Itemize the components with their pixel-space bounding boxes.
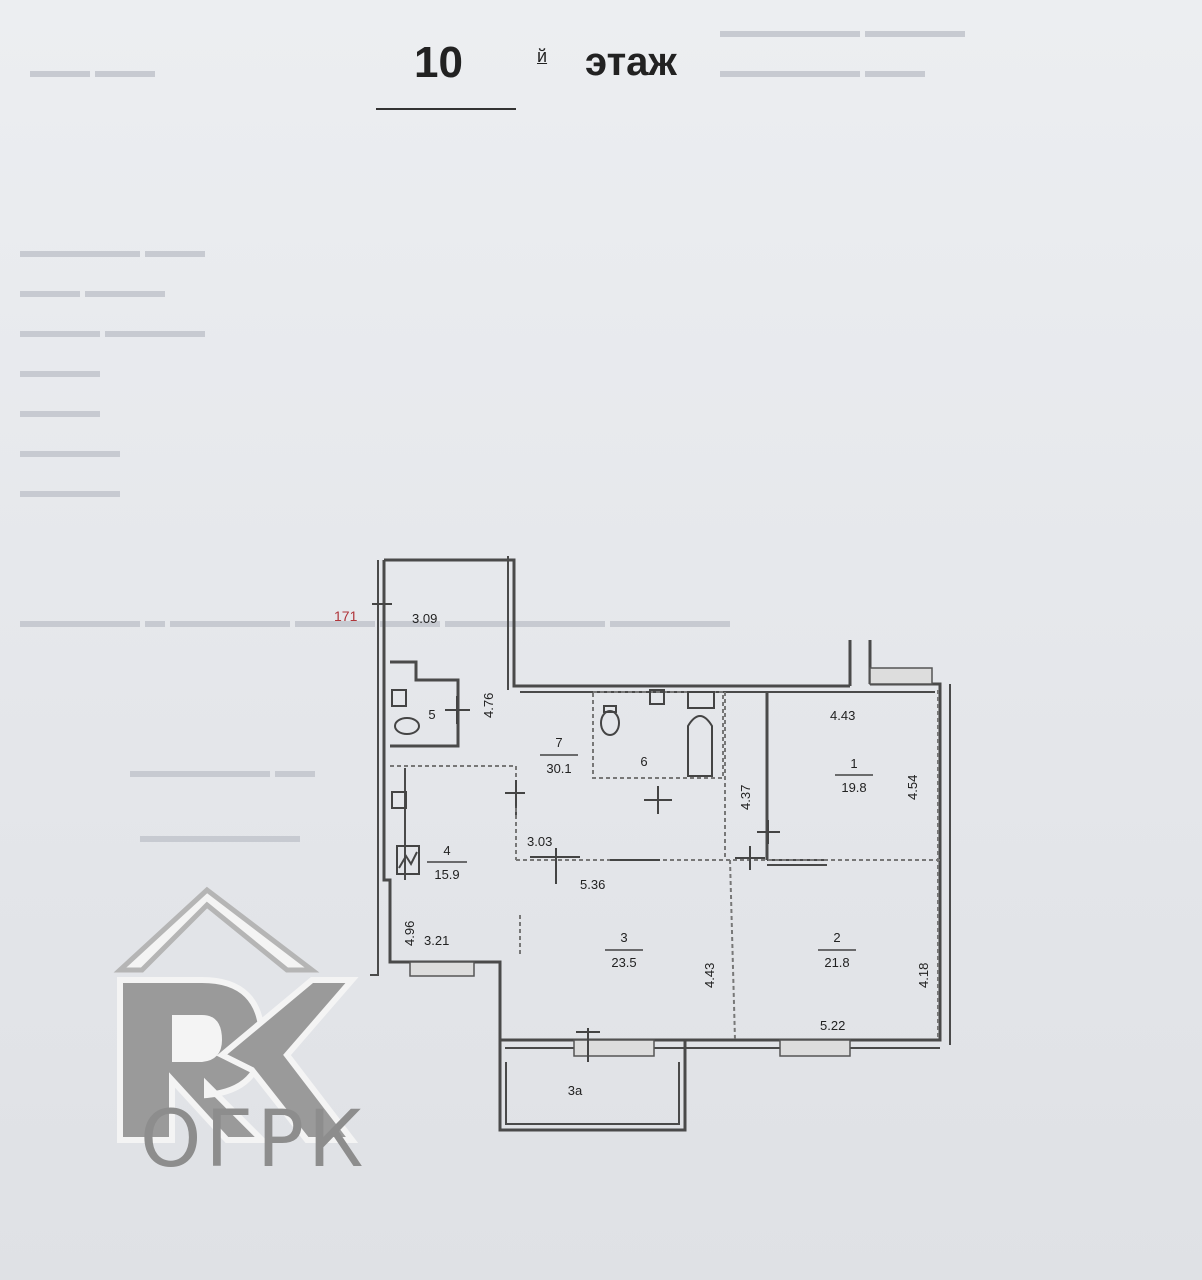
room-6-number: 6 (640, 754, 647, 769)
dim-4-96: 4.96 (402, 921, 417, 946)
floor-underline (376, 108, 516, 110)
window-room3 (573, 1039, 655, 1057)
sink-icon (391, 791, 407, 809)
dashed-partitions (390, 690, 940, 1041)
walls (370, 556, 951, 1132)
toilet-icon (600, 710, 620, 736)
fraction-lines (427, 754, 873, 951)
room-3-number: 3 (620, 930, 627, 945)
room-7-area: 30.1 (546, 761, 571, 776)
room-2-area: 21.8 (824, 955, 849, 970)
floor-number: 10 (414, 38, 463, 87)
dim-4-76: 4.76 (481, 693, 496, 718)
apartment-number: 171 (334, 608, 358, 624)
dim-4-43-room3: 4.43 (702, 963, 717, 988)
windows (409, 667, 933, 1057)
window-room1 (869, 667, 933, 685)
room-2-number: 2 (833, 930, 840, 945)
window-room4 (409, 961, 475, 977)
dim-4-43-room1: 4.43 (830, 708, 855, 723)
room-5-number: 5 (428, 707, 435, 722)
floor-suffix: й (537, 46, 548, 66)
stove-icon (396, 845, 420, 875)
room-3a-number: 3а (568, 1083, 583, 1098)
logo-text: ОГРК (140, 1095, 368, 1185)
dim-4-37: 4.37 (738, 785, 753, 810)
room-7-number: 7 (555, 735, 562, 750)
room-1-area: 19.8 (841, 780, 866, 795)
dim-3-03: 3.03 (527, 834, 552, 849)
fixtures (372, 603, 780, 1062)
window-room2 (779, 1039, 851, 1057)
dim-3-09: 3.09 (412, 611, 437, 626)
sink-icon (649, 689, 665, 705)
room-4-area: 15.9 (434, 867, 459, 882)
bathtub-icon (687, 715, 713, 777)
room-3-area: 23.5 (611, 955, 636, 970)
dim-3-21: 3.21 (424, 933, 449, 948)
toilet-icon (394, 717, 420, 735)
floor-word: этаж (585, 40, 677, 84)
room-1-number: 1 (850, 756, 857, 771)
floor-header: 10 й этаж (0, 0, 1202, 130)
ogrk-logo (113, 886, 359, 1143)
sink-icon (391, 689, 407, 707)
dim-5-22: 5.22 (820, 1018, 845, 1033)
dim-4-18: 4.18 (916, 963, 931, 988)
dim-5-36: 5.36 (580, 877, 605, 892)
room-4-number: 4 (443, 843, 450, 858)
dim-4-54: 4.54 (905, 775, 920, 800)
